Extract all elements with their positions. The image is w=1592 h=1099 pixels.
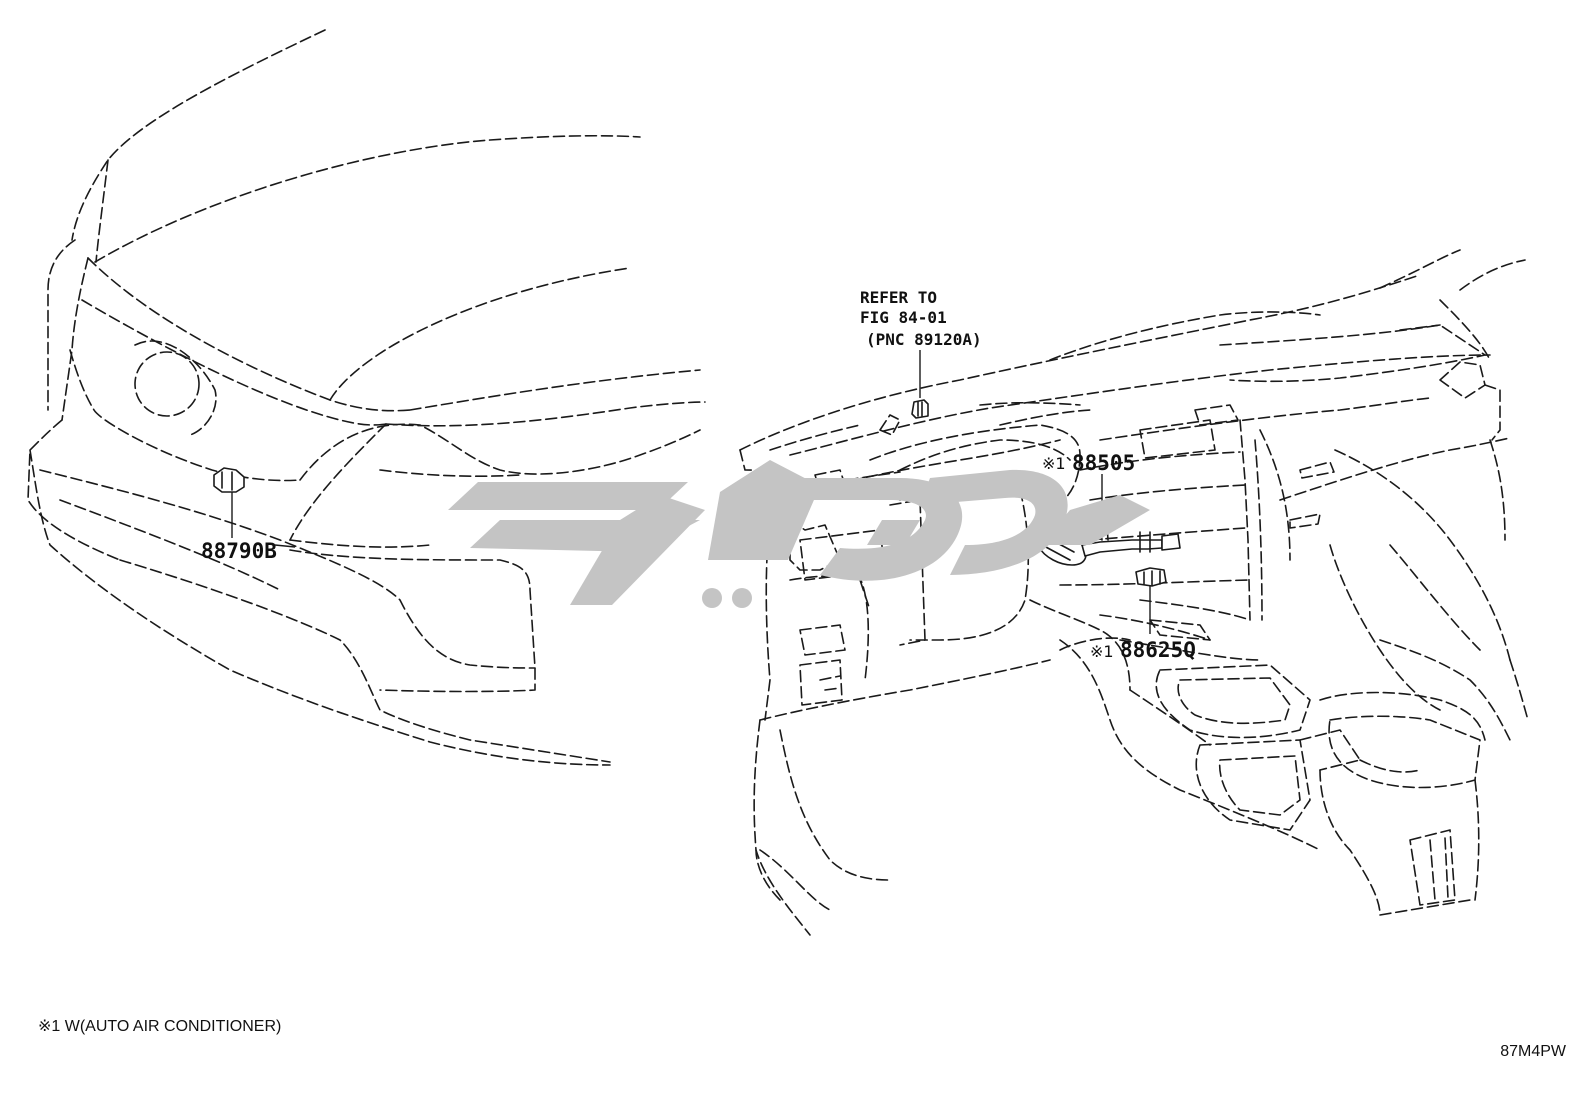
front-sensor-leader-2	[274, 544, 296, 548]
clip-icon	[911, 399, 929, 419]
front-sensor-part-no: 88790B	[201, 539, 277, 563]
instrument-panel-drawing	[739, 249, 1529, 936]
front-vehicle-drawing	[27, 29, 706, 766]
connector-part-no: 88625Q	[1120, 638, 1196, 662]
watermark-logo	[448, 460, 1150, 608]
footnote: ※1 W(AUTO AIR CONDITIONER)	[38, 1018, 282, 1035]
connector-prefix: ※1	[1090, 642, 1114, 661]
reference-line-2: FIG 84-01	[860, 308, 947, 327]
reference-line-1: REFER TO	[860, 288, 937, 307]
ambient-sensor-icon	[213, 467, 245, 493]
reference-line-3: (PNC 89120A)	[866, 330, 982, 349]
cabin-sensor-prefix: ※1	[1042, 454, 1066, 473]
illustration-code: 87M4PW	[1500, 1043, 1566, 1060]
cabin-sensor-part-no: 88505	[1072, 451, 1135, 475]
connector-icon	[1135, 567, 1167, 587]
